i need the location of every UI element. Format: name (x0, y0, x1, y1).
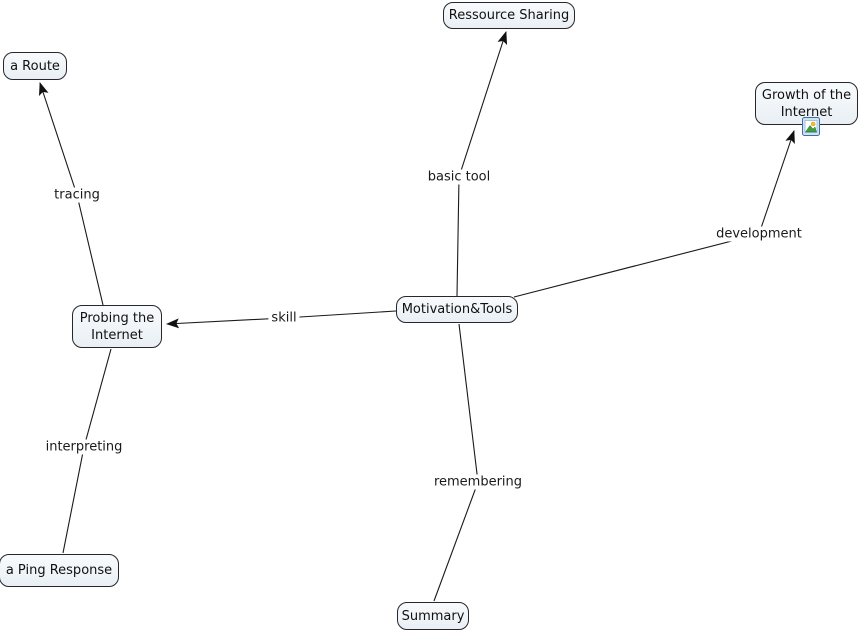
link-label-basic-tool[interactable]: basic tool (424, 169, 494, 185)
concept-node-a-ping-response[interactable]: a Ping Response (0, 554, 119, 587)
link-line-development[interactable] (513, 130, 795, 298)
concept-node-label: Growth of the Internet (761, 87, 852, 120)
concept-node-ressource-sharing[interactable]: Ressource Sharing (443, 2, 575, 29)
concept-node-label: a Route (10, 58, 60, 74)
link-label-interpreting[interactable]: interpreting (42, 439, 126, 455)
concept-node-label: Summary (401, 608, 465, 624)
link-label-development[interactable]: development (713, 226, 805, 242)
concept-node-label: Ressource Sharing (448, 8, 570, 23)
link-label-tracing[interactable]: tracing (51, 187, 103, 203)
link-label-remembering[interactable]: remembering (430, 474, 526, 490)
concept-node-probing-the-internet[interactable]: Probing the Internet (72, 305, 162, 348)
link-line-remembering[interactable] (433, 323, 479, 602)
link-line-basic-tool[interactable] (456, 31, 508, 297)
image-icon[interactable] (802, 117, 820, 136)
concept-node-motivation-tools[interactable]: Motivation&Tools (396, 296, 518, 323)
concept-node-label: a Ping Response (5, 563, 113, 578)
concept-node-label: Probing the Internet (79, 310, 155, 343)
concept-node-a-route[interactable]: a Route (3, 52, 67, 80)
concept-node-growth-of-the-internet[interactable]: Growth of the Internet (755, 82, 858, 125)
concept-node-summary[interactable]: Summary (397, 602, 469, 630)
concept-node-label: Motivation&Tools (401, 302, 513, 317)
link-label-skill[interactable]: skill (268, 310, 300, 326)
